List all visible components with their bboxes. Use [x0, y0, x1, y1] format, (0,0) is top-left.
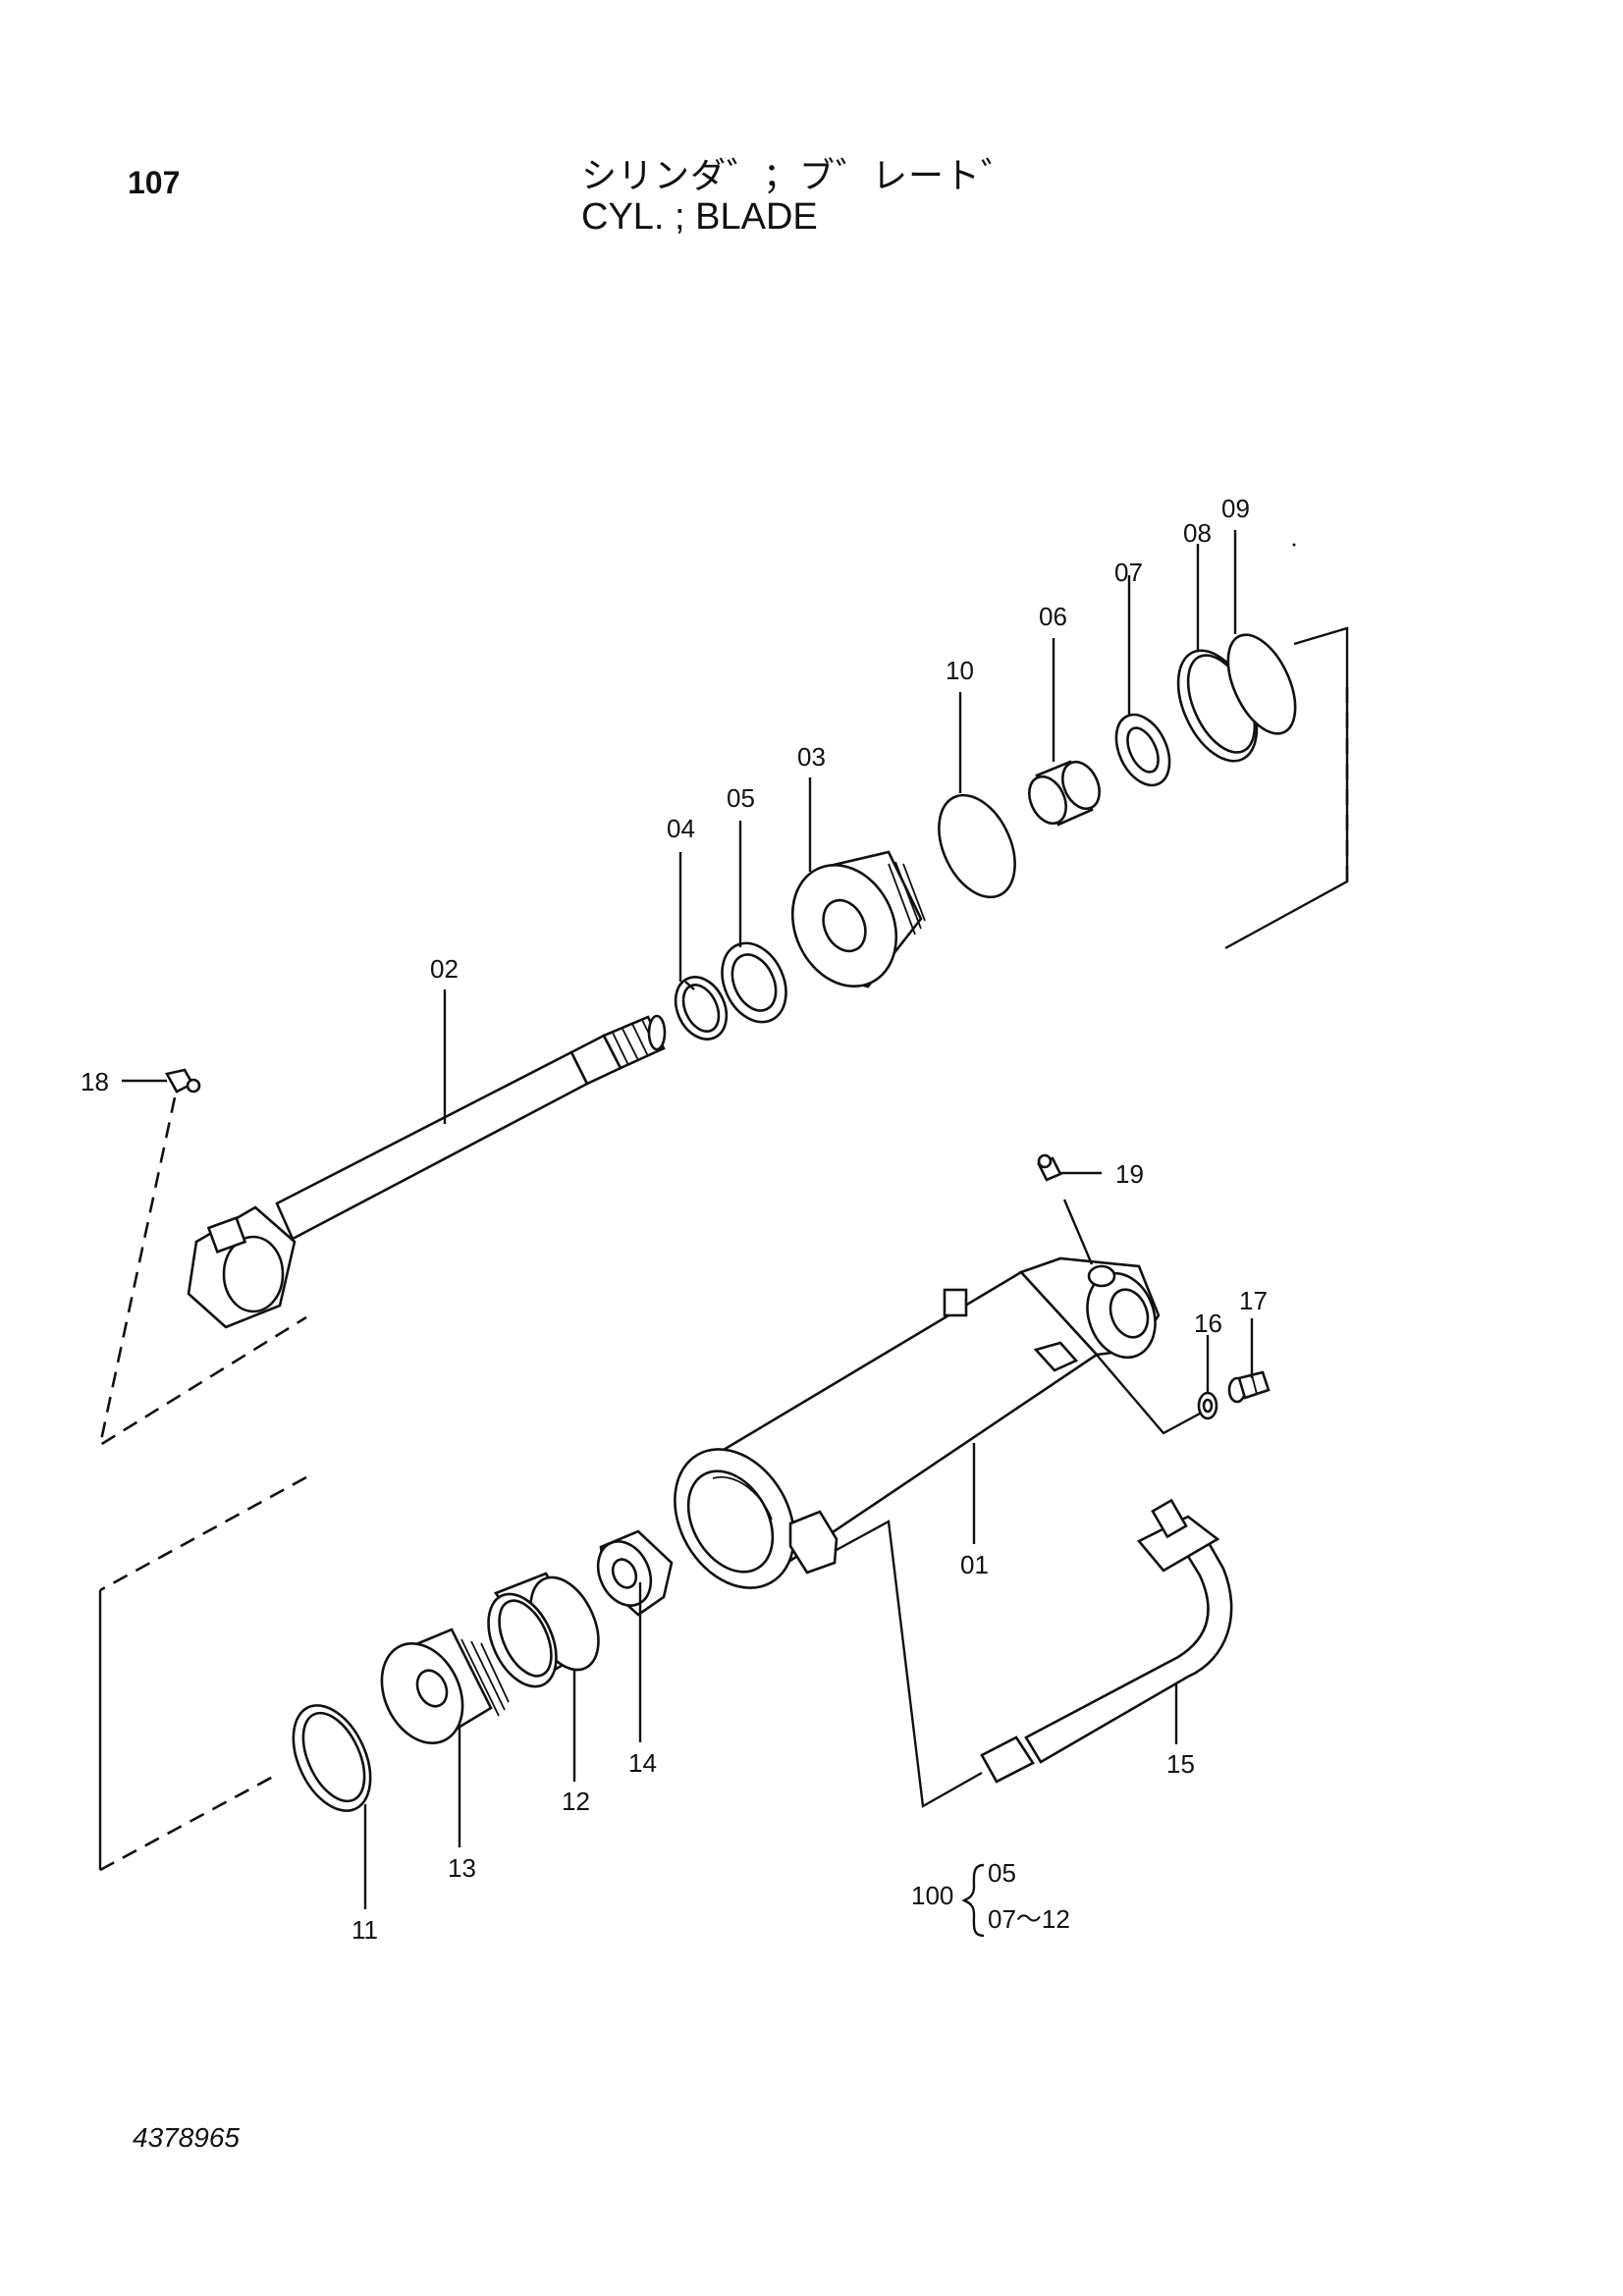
kit-note: 100 05 07～12 [911, 1858, 1070, 1938]
callout-12: 12 [562, 1787, 590, 1816]
title-english: CYL. ; BLADE [581, 196, 818, 238]
callout-16: 16 [1194, 1308, 1222, 1338]
part-12-wear-ring [487, 1572, 600, 1688]
part-18-grease-fitting [122, 1068, 201, 1094]
callout-13: 13 [448, 1853, 476, 1883]
part-05-ring [721, 941, 787, 1024]
part-16-washer [1197, 1391, 1218, 1420]
callout-19: 19 [1115, 1159, 1144, 1189]
callout-14: 14 [628, 1748, 657, 1778]
part-07-seal [1114, 713, 1171, 787]
part-11-seal-ring [292, 1704, 372, 1812]
leader-lines [363, 530, 1254, 1909]
kit-item-2: 07～12 [988, 1904, 1070, 1934]
callout-10: 10 [946, 656, 974, 685]
part-14-nut [596, 1529, 674, 1617]
callout-18: 18 [81, 1067, 109, 1096]
part-15-pipe [980, 1498, 1233, 1784]
kit-number: 100 [911, 1881, 953, 1910]
part-09-o-ring [1226, 633, 1297, 735]
lower-bracket [98, 1475, 307, 1872]
title-japanese: シリンダ゛；ブ゛レート゛ [581, 155, 1018, 195]
callout-08: 08 [1183, 518, 1212, 548]
callout-07: 07 [1114, 558, 1143, 587]
part-17-bolt [1227, 1370, 1271, 1404]
part-02-piston-rod [187, 1014, 667, 1329]
part-01-cylinder-tube [674, 1256, 1161, 1589]
callout-06: 06 [1039, 602, 1067, 631]
callout-15: 15 [1166, 1749, 1195, 1779]
part-19-grease-fitting [1037, 1153, 1102, 1265]
callout-04: 04 [667, 814, 695, 843]
document-number: 4378965 [133, 2122, 241, 2153]
callout-02: 02 [430, 954, 459, 984]
kit-item-1: 05 [988, 1858, 1016, 1888]
part-10-o-ring [938, 793, 1016, 899]
callout-05: 05 [727, 783, 755, 813]
callout-09: 09 [1221, 494, 1250, 523]
callout-labels: 02 04 05 03 10 06 07 08 09 18 19 16 17 0… [81, 494, 1268, 1945]
callout-01: 01 [960, 1550, 989, 1579]
callout-03: 03 [797, 742, 826, 772]
upper-bracket [1224, 626, 1349, 950]
page-number: 107 [128, 165, 181, 200]
part-06-bushing [1028, 760, 1101, 827]
part-13-piston [380, 1628, 510, 1744]
callout-17: 17 [1239, 1286, 1268, 1315]
part-03-rod-cover [790, 850, 926, 988]
callout-11: 11 [352, 1915, 378, 1945]
registration-dot [1292, 543, 1296, 547]
part-04-snap-ring [674, 976, 729, 1041]
